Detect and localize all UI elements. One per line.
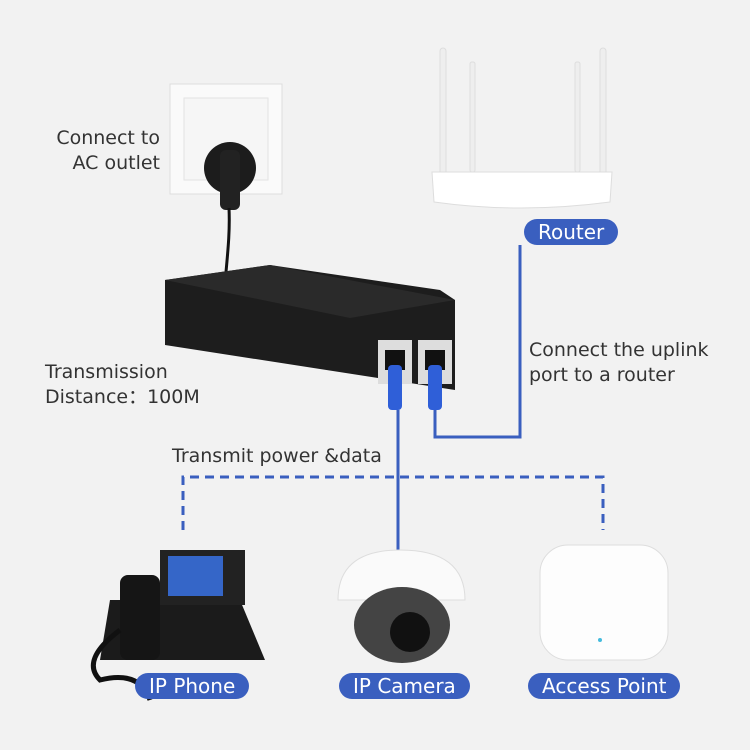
ip-camera-device bbox=[337, 549, 466, 663]
distance-line1: Transmission bbox=[45, 361, 168, 383]
router-note: Connect the uplink port to a router bbox=[529, 338, 709, 388]
router-note-line1: Connect the uplink bbox=[529, 339, 709, 361]
ip-camera-label: IP Camera bbox=[339, 673, 470, 699]
distance-label: Transmission Distance：100M bbox=[45, 360, 200, 410]
ac-outlet bbox=[169, 83, 283, 210]
ac-outlet-label: Connect to AC outlet bbox=[52, 126, 160, 176]
ac-outlet-line2: AC outlet bbox=[72, 152, 160, 174]
distance-line2: Distance：100M bbox=[45, 386, 200, 408]
poe-injector bbox=[165, 265, 455, 410]
access-point-device bbox=[539, 544, 669, 661]
ip-phone-device bbox=[90, 550, 265, 701]
ac-outlet-line1: Connect to bbox=[56, 127, 160, 149]
transmit-label: Transmit power &data bbox=[172, 445, 382, 467]
router-note-line2: port to a router bbox=[529, 364, 675, 386]
ip-phone-label: IP Phone bbox=[135, 673, 250, 699]
router-label: Router bbox=[524, 219, 619, 245]
router-device bbox=[431, 47, 613, 209]
access-point-label: Access Point bbox=[528, 673, 681, 699]
